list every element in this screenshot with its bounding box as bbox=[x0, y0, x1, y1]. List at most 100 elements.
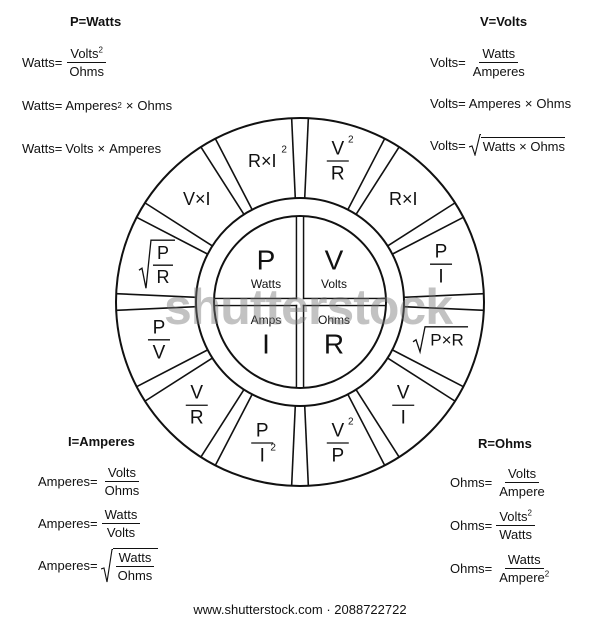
eq-term: Amperes bbox=[109, 141, 162, 156]
eq-lhs: Volts= bbox=[430, 96, 466, 111]
inner-circle bbox=[213, 215, 387, 389]
current-eq-watts-over-volts: Amperes= Watts Volts bbox=[38, 507, 141, 540]
superscript: 2 bbox=[281, 144, 287, 155]
denominator: Ohms bbox=[69, 64, 105, 79]
radical-sign-icon bbox=[138, 239, 175, 289]
segment-divider bbox=[214, 393, 253, 466]
quantity-unit: Amps bbox=[251, 313, 282, 327]
segment-divider bbox=[355, 146, 400, 215]
middle-circle bbox=[195, 197, 405, 407]
radical-sign-icon bbox=[100, 548, 113, 582]
segment-divider bbox=[144, 202, 213, 247]
denominator: Ampere bbox=[499, 570, 545, 585]
segment-divider bbox=[214, 138, 253, 211]
resistance-section-title: R=Ohms bbox=[478, 436, 532, 451]
eq-lhs: Amperes= bbox=[38, 558, 98, 573]
eq-lhs: Watts= bbox=[22, 141, 63, 156]
eq-term: Amperes bbox=[65, 98, 118, 113]
times-operator: × bbox=[524, 96, 533, 111]
segment-divider bbox=[391, 216, 464, 255]
segment-divider bbox=[403, 292, 484, 299]
segment-divider bbox=[303, 118, 310, 199]
fraction: Watts Ohms bbox=[115, 550, 156, 583]
times-operator: × bbox=[97, 141, 106, 156]
segment-divider bbox=[387, 357, 456, 402]
formula-denominator: R bbox=[190, 408, 204, 429]
exponent: 2 bbox=[98, 45, 103, 55]
quantity-letter: I bbox=[262, 329, 270, 360]
superscript: 2 bbox=[270, 443, 276, 454]
eq-term: Amperes bbox=[468, 96, 521, 111]
fraction: Volts2 Ohms bbox=[66, 46, 107, 79]
fraction: Watts Ampere2 bbox=[496, 552, 552, 585]
numerator: Watts bbox=[504, 552, 544, 569]
square-root: Watts Ohms bbox=[100, 548, 159, 583]
eq-lhs: Volts= bbox=[430, 55, 466, 70]
fraction: Watts Volts bbox=[101, 507, 141, 540]
segment-divider bbox=[200, 146, 245, 215]
formula-numerator: P bbox=[153, 317, 166, 338]
voltage-eq-watts-over-amperes: Volts= Watts Amperes bbox=[430, 46, 528, 79]
voltage-eq-sqrt-watts-times-ohms: Volts= Watts × Ohms bbox=[430, 134, 566, 156]
power-eq-volts-times-amperes: Watts= Volts × Amperes bbox=[22, 141, 161, 156]
denominator: Ampere bbox=[499, 484, 545, 499]
fraction: Watts Amperes bbox=[470, 46, 528, 79]
fraction: Volts Ohms bbox=[102, 465, 143, 498]
numerator: Volts bbox=[104, 465, 140, 482]
segment-divider bbox=[136, 216, 209, 255]
formula-text: R×I bbox=[389, 189, 418, 209]
denominator: Volts bbox=[106, 525, 136, 540]
power-section-title: P=Watts bbox=[70, 14, 122, 29]
formula-numerator: P bbox=[157, 243, 169, 263]
formula-denominator: I bbox=[438, 267, 443, 288]
wheel-shapes bbox=[115, 117, 485, 487]
eq-lhs: Ohms= bbox=[450, 561, 493, 576]
formula-numerator: V bbox=[397, 383, 410, 404]
quadrant-gap bbox=[297, 217, 303, 387]
eq-lhs: Amperes= bbox=[38, 516, 98, 531]
eq-lhs: Ohms= bbox=[450, 475, 493, 490]
segment-divider bbox=[303, 405, 310, 486]
superscript: 2 bbox=[348, 134, 354, 145]
fraction: Volts Ampere bbox=[496, 466, 548, 499]
formula-numerator: V bbox=[190, 383, 203, 404]
eq-lhs: Watts= bbox=[22, 55, 63, 70]
numerator: Watts bbox=[115, 550, 155, 567]
watermark: shutterstock bbox=[163, 279, 453, 335]
voltage-eq-amperes-times-ohms: Volts= Amperes × Ohms bbox=[430, 96, 571, 111]
formula-numerator: V bbox=[331, 421, 344, 442]
segment-divider bbox=[347, 138, 386, 211]
eq-lhs: Amperes= bbox=[38, 474, 98, 489]
footer-credit: www.shutterstock.com · 2088722722 bbox=[193, 602, 407, 617]
eq-term: Ohms bbox=[536, 96, 572, 111]
formula-radicand: P×R bbox=[430, 330, 464, 349]
segment-divider bbox=[391, 349, 464, 388]
formula-numerator: P bbox=[256, 421, 269, 442]
numerator: Watts bbox=[479, 46, 519, 63]
numerator: Volts bbox=[70, 46, 99, 61]
radical-sign-icon bbox=[412, 326, 469, 355]
denominator: Amperes bbox=[472, 64, 525, 79]
eq-term: Volts bbox=[65, 141, 94, 156]
denominator: Watts bbox=[499, 527, 533, 542]
resistance-eq-watts-over-ampere-squared: Ohms= Watts Ampere2 bbox=[450, 552, 552, 585]
segment-divider bbox=[290, 118, 297, 199]
quantity-unit: Volts bbox=[321, 277, 347, 291]
formula-denominator: R bbox=[156, 267, 169, 287]
numerator: Watts bbox=[101, 507, 141, 524]
resistance-eq-volts-squared-over-watts: Ohms= Volts2 Watts bbox=[450, 509, 535, 542]
quantity-unit: Ohms bbox=[318, 313, 350, 327]
formula-text: V×I bbox=[183, 189, 211, 209]
formula-denominator: R bbox=[331, 163, 345, 184]
radicand: Watts × Ohms bbox=[480, 136, 566, 154]
current-eq-sqrt-watts-over-ohms: Amperes= Watts Ohms bbox=[38, 548, 159, 583]
formula-denominator: V bbox=[153, 342, 166, 363]
segment-divider bbox=[387, 202, 456, 247]
formula-denominator: I bbox=[260, 446, 265, 467]
quantity-unit: Watts bbox=[251, 277, 281, 291]
outer-circle bbox=[115, 117, 485, 487]
quantity-letter: P bbox=[257, 245, 276, 276]
segment-divider bbox=[347, 393, 386, 466]
segment-divider bbox=[116, 292, 197, 299]
